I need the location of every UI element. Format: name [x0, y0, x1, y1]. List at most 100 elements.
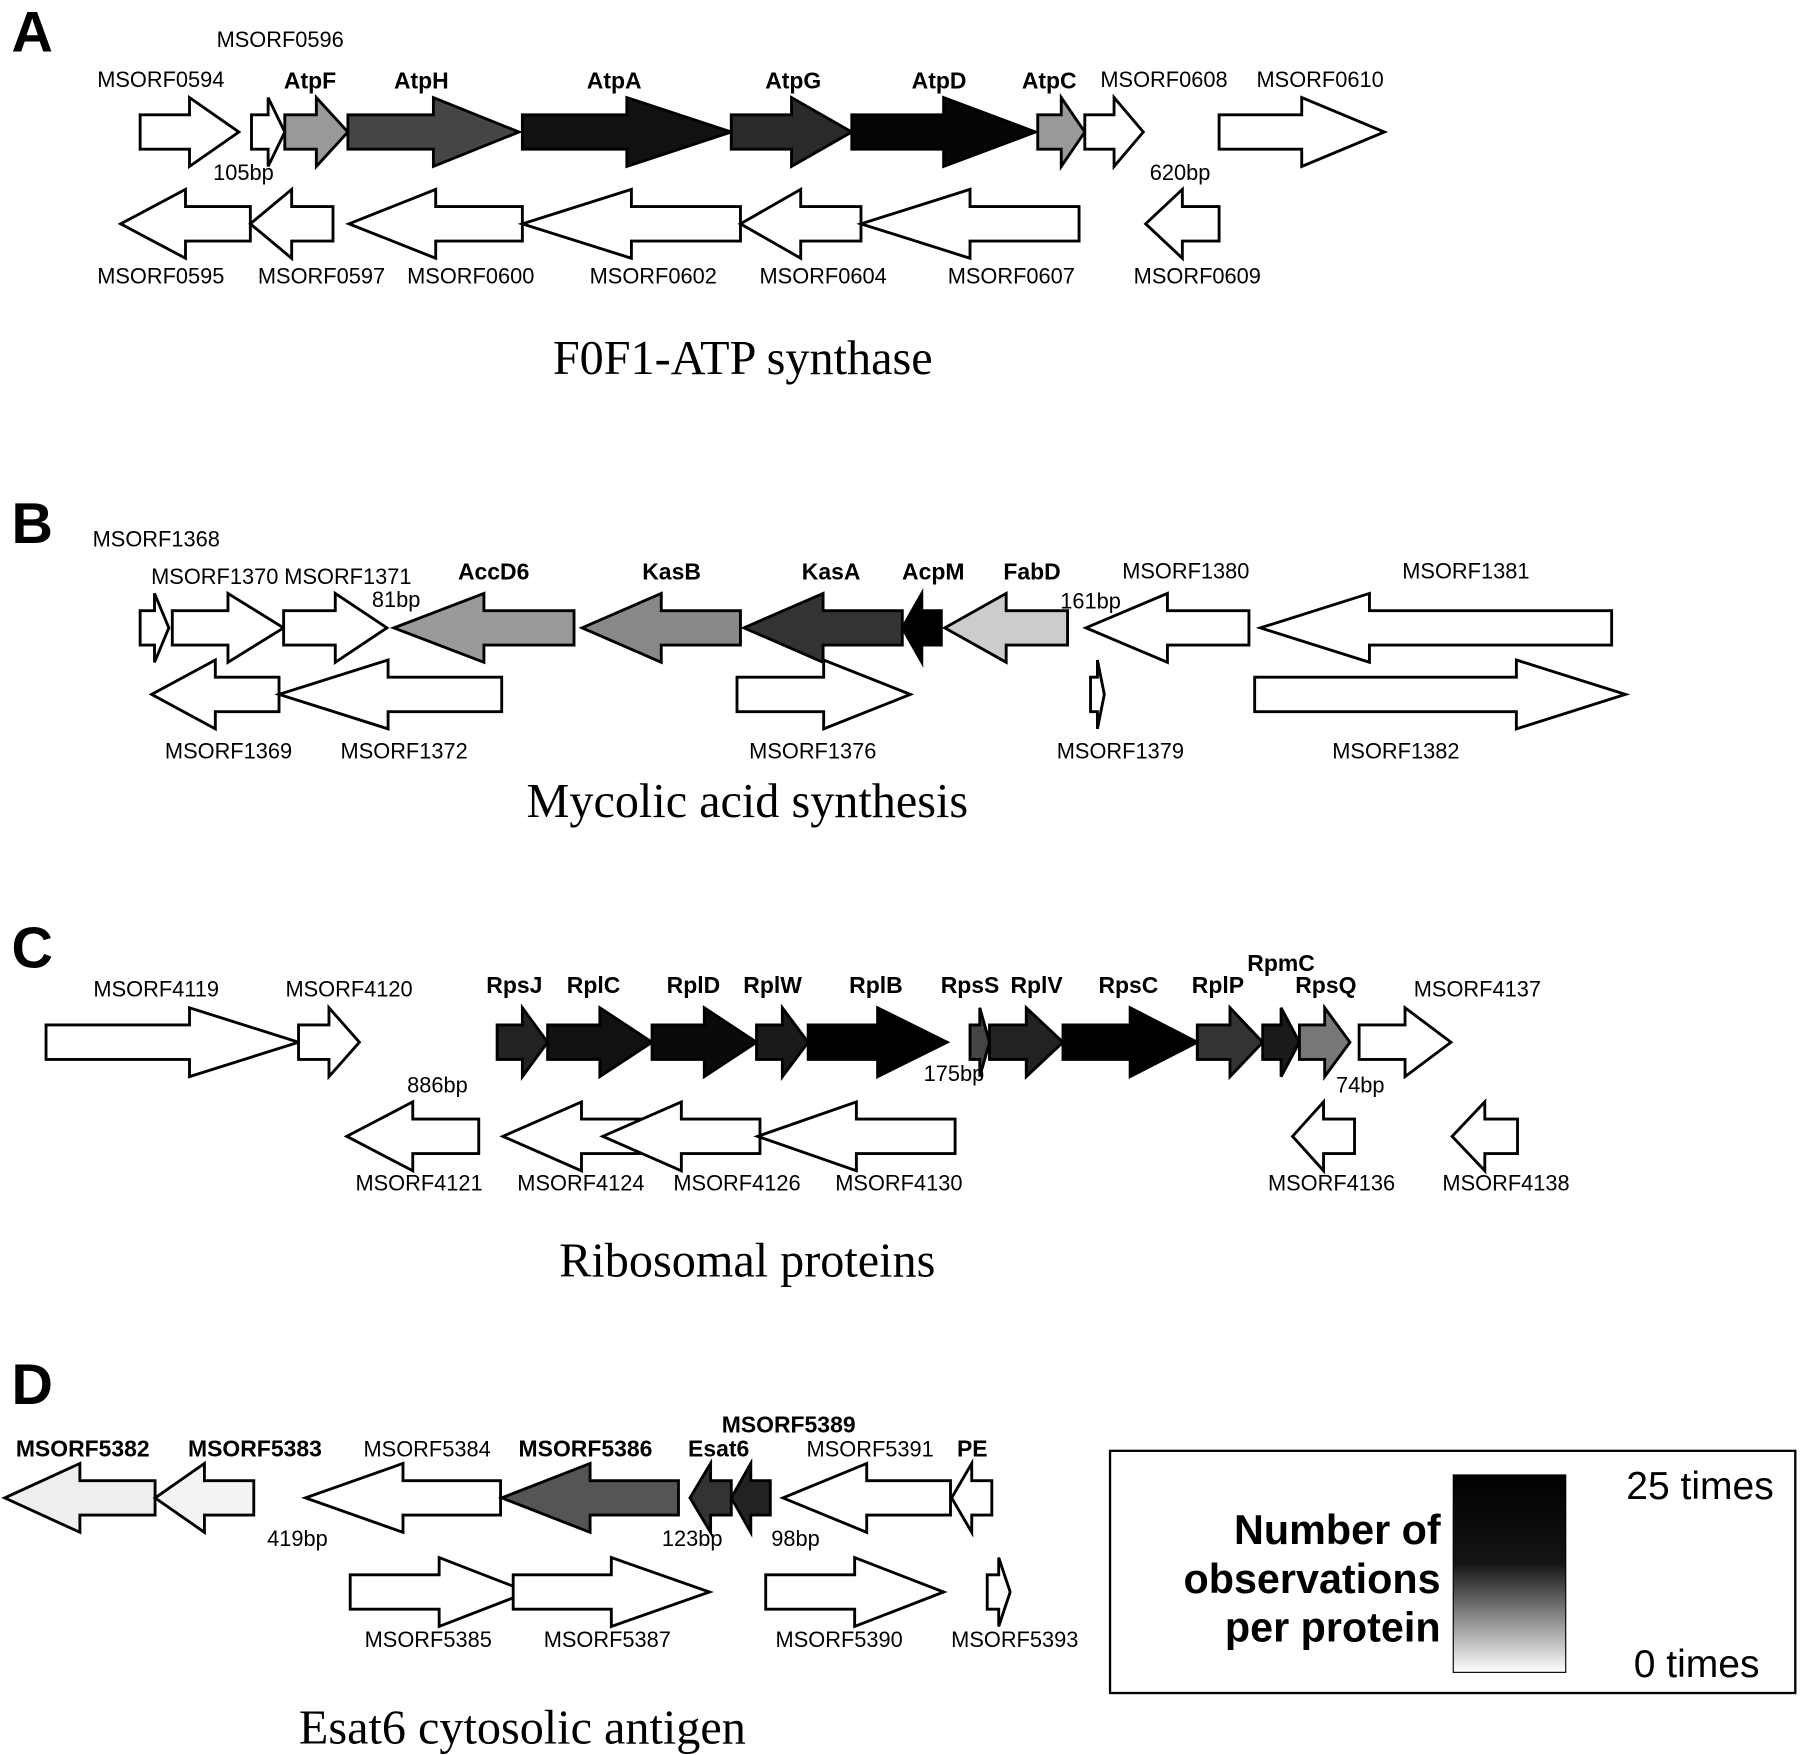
gene-label: AtpF	[284, 67, 336, 93]
gene-label: MSORF1368	[93, 526, 220, 551]
intergenic-gap-label: 105bp	[213, 160, 274, 185]
gene-label: RpsJ	[486, 972, 542, 998]
gene-arrow-msorf0597	[248, 186, 335, 262]
gene-arrow-msorf4137	[1357, 1004, 1454, 1080]
gene-arrow-msorf1369	[148, 657, 281, 732]
gene-label: MSORF5393	[951, 1627, 1078, 1652]
gene-arrow-msorf1370	[170, 590, 287, 665]
gene-arrow-rpld	[650, 1005, 760, 1080]
gene-label: PE	[957, 1436, 988, 1462]
gene-label: RplV	[1010, 972, 1063, 998]
gene-arrow-rplc	[546, 1005, 655, 1080]
gene-label: MSORF0610	[1256, 67, 1383, 92]
gene-arrow-atpf	[283, 93, 350, 171]
gene-label: AtpH	[394, 67, 449, 93]
gene-arrow-msorf5386	[497, 1461, 680, 1535]
gene-label: RplC	[567, 972, 621, 998]
gene-label: MSORF4126	[673, 1170, 800, 1195]
gene-label: AtpD	[912, 67, 967, 93]
gene-arrow-rpsc	[1061, 1005, 1201, 1079]
panel-letter: C	[12, 917, 53, 981]
gene-arrow-msorf0610	[1217, 95, 1389, 169]
gene-label: AtpC	[1022, 67, 1077, 93]
intergenic-gap-label: 886bp	[407, 1073, 468, 1098]
gene-arrow-rplb	[806, 1005, 951, 1079]
legend-min-label: 0 times	[1634, 1643, 1760, 1686]
panel-letter: D	[12, 1353, 53, 1417]
gene-arrow-msorf5391	[779, 1461, 952, 1535]
gene-label: AtpA	[587, 67, 642, 93]
gene-label: MSORF5384	[364, 1437, 491, 1462]
gene-arrow-esat6	[688, 1458, 733, 1538]
gene-arrow-msorf0607	[856, 187, 1081, 261]
gene-arrow-rplv	[988, 1004, 1066, 1080]
gene-label: MSORF1369	[165, 739, 292, 764]
gene-label: MSORF5386	[519, 1436, 653, 1462]
gene-label: RpmC	[1247, 950, 1315, 976]
gene-arrow-msorf1368	[138, 592, 171, 663]
gene-arrow-msorf0602	[517, 187, 742, 261]
gene-arrow-msorf0594	[138, 94, 242, 170]
legend-max-label: 25 times	[1626, 1465, 1773, 1508]
intergenic-gap-label: 620bp	[1150, 160, 1211, 185]
panel-letter: A	[12, 1, 53, 65]
gene-arrow-atpd	[850, 95, 1040, 169]
gene-arrow-msorf4130	[753, 1099, 957, 1173]
gene-label: MSORF5382	[16, 1436, 150, 1462]
gene-label: AccD6	[458, 559, 529, 585]
gene-label: MSORF0607	[948, 264, 1075, 289]
gene-arrow-kasb	[578, 591, 742, 665]
gene-label: RpsS	[941, 972, 1000, 998]
panel-title: F0F1-ATP synthase	[553, 332, 933, 385]
gene-label: KasB	[642, 559, 701, 585]
gene-label: MSORF4124	[517, 1170, 644, 1195]
gene-label: MSORF1380	[1122, 558, 1249, 583]
gene-arrow-msorf5390	[764, 1555, 948, 1629]
gene-label: MSORF1381	[1402, 558, 1529, 583]
gene-label: MSORF5389	[722, 1411, 856, 1437]
gene-arrow-msorf5389	[729, 1458, 772, 1538]
gene-arrow-kasa	[740, 591, 904, 665]
gene-label: MSORF4136	[1268, 1170, 1395, 1195]
gene-arrow-msorf1371	[282, 590, 390, 665]
gene-label: MSORF0600	[407, 264, 534, 289]
panel-letter: B	[12, 492, 53, 556]
legend: 25 times 0 times Number of observations …	[1108, 1449, 1797, 1695]
gene-label: MSORF4120	[285, 976, 412, 1001]
intergenic-gap-label: 98bp	[771, 1526, 820, 1551]
gene-arrow-msorf0596	[250, 96, 287, 168]
gene-arrow-msorf0600	[345, 187, 524, 261]
gene-label: MSORF4130	[835, 1170, 962, 1195]
gene-arrow-msorf0595	[117, 187, 252, 261]
gene-arrow-fabd	[941, 590, 1070, 665]
gene-label: MSORF1382	[1332, 739, 1459, 764]
gene-label: MSORF0595	[97, 264, 224, 289]
gene-arrow-msorf1376	[735, 657, 915, 731]
gene-arrow-acpm	[900, 587, 943, 668]
intergenic-gap-label: 74bp	[1336, 1073, 1384, 1098]
gene-label: RplD	[667, 972, 721, 998]
gene-label: MSORF0596	[217, 27, 344, 52]
gene-arrow-msorf1379	[1089, 659, 1106, 730]
intergenic-gap-label: 81bp	[372, 587, 421, 612]
gene-label: AtpG	[765, 67, 821, 93]
gene-arrow-msorf5384	[301, 1461, 502, 1535]
panel-title: Esat6 cytosolic antigen	[299, 1702, 746, 1755]
gene-arrow-msorf4119	[44, 1005, 304, 1079]
gene-arrow-msorf4121	[343, 1099, 481, 1174]
gene-label: MSORF1376	[749, 739, 876, 764]
gene-arrow-atpa	[520, 95, 736, 169]
gene-arrow-msorf1382	[1253, 658, 1631, 731]
gene-label: MSORF5390	[776, 1627, 903, 1652]
gene-arrow-pe	[949, 1458, 994, 1538]
gene-arrow-msorf4120	[297, 1003, 362, 1081]
gene-arrow-rpss	[968, 1007, 992, 1078]
gene-arrow-msorf5385	[348, 1555, 533, 1629]
gene-label: MSORF4119	[93, 976, 219, 1001]
gene-label: KasA	[802, 559, 861, 585]
gene-arrow-msorf0609	[1143, 186, 1221, 262]
